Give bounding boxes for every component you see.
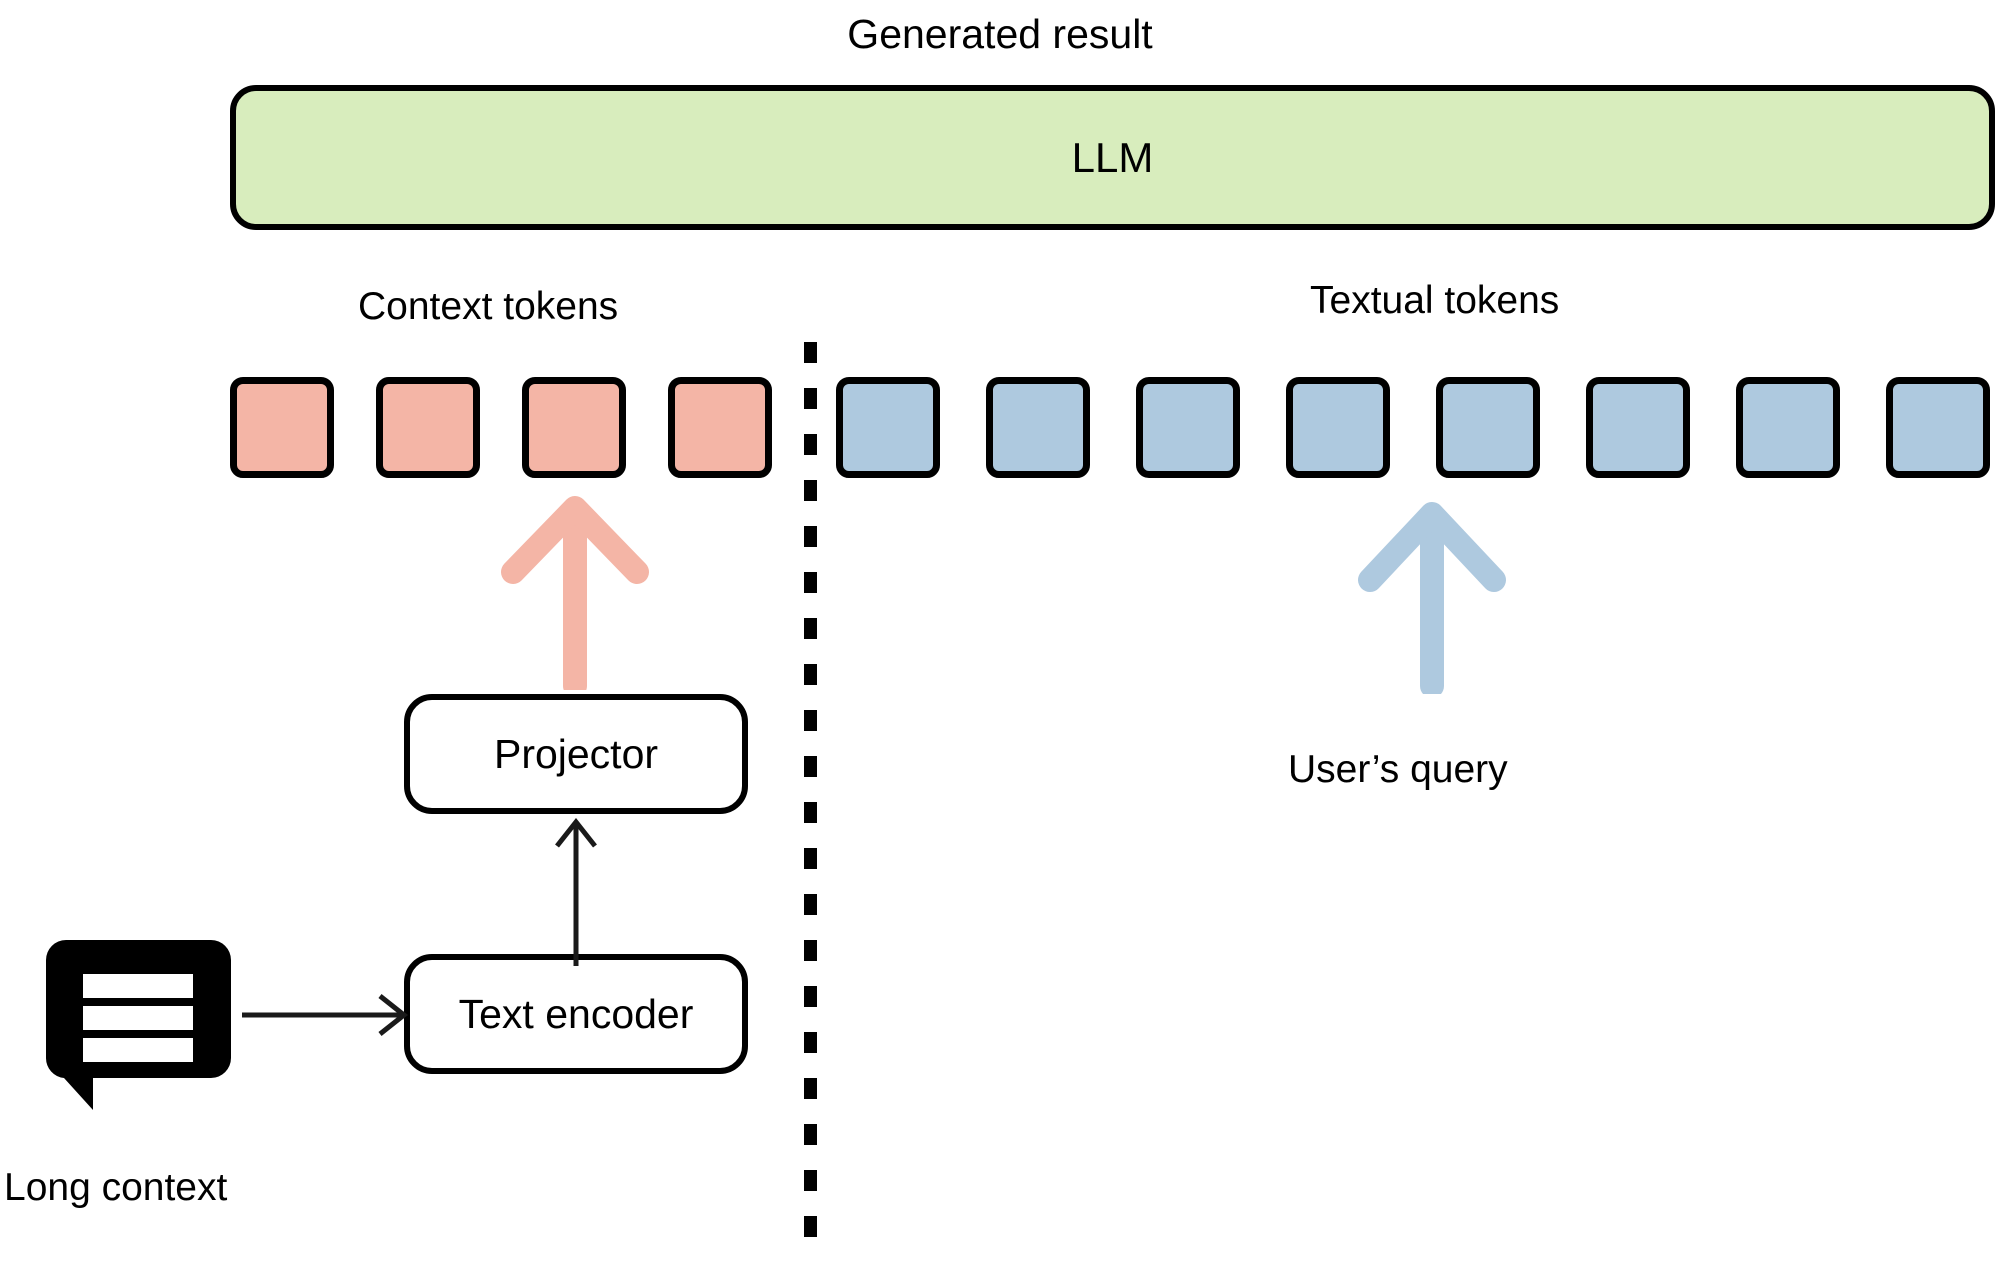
speech-bubble-lines-icon [46,940,231,1110]
textual-token [1136,377,1240,478]
text-encoder-label: Text encoder [458,990,694,1037]
textual-token [986,377,1090,478]
modality-divider [804,342,817,1254]
textual-token [1436,377,1540,478]
llm-box: LLM [230,85,1995,230]
textual-token [1586,377,1690,478]
generated-result-label: Generated result [847,11,1153,57]
long-context-label: Long context [4,1166,228,1209]
context-token [230,377,334,478]
context-token [376,377,480,478]
long-context-to-encoder-arrow-icon [242,994,409,1036]
context-token [522,377,626,478]
textual-token [836,377,940,478]
users-query-arrow-icon [1358,502,1506,694]
context-token [668,377,772,478]
context-tokens-label: Context tokens [358,285,619,328]
textual-token [1286,377,1390,478]
textual-token [1736,377,1840,478]
encoder-to-projector-arrow-icon [555,818,597,966]
textual-tokens-label: Textual tokens [1310,279,1560,322]
projector-label: Projector [493,730,659,777]
text-encoder-box: Text encoder [404,954,748,1074]
users-query-label: User’s query [1288,748,1508,791]
llm-label: LLM [1071,133,1154,181]
context-tokens-arrow-icon [501,496,649,690]
textual-token [1886,377,1990,478]
projector-box: Projector [404,694,748,814]
